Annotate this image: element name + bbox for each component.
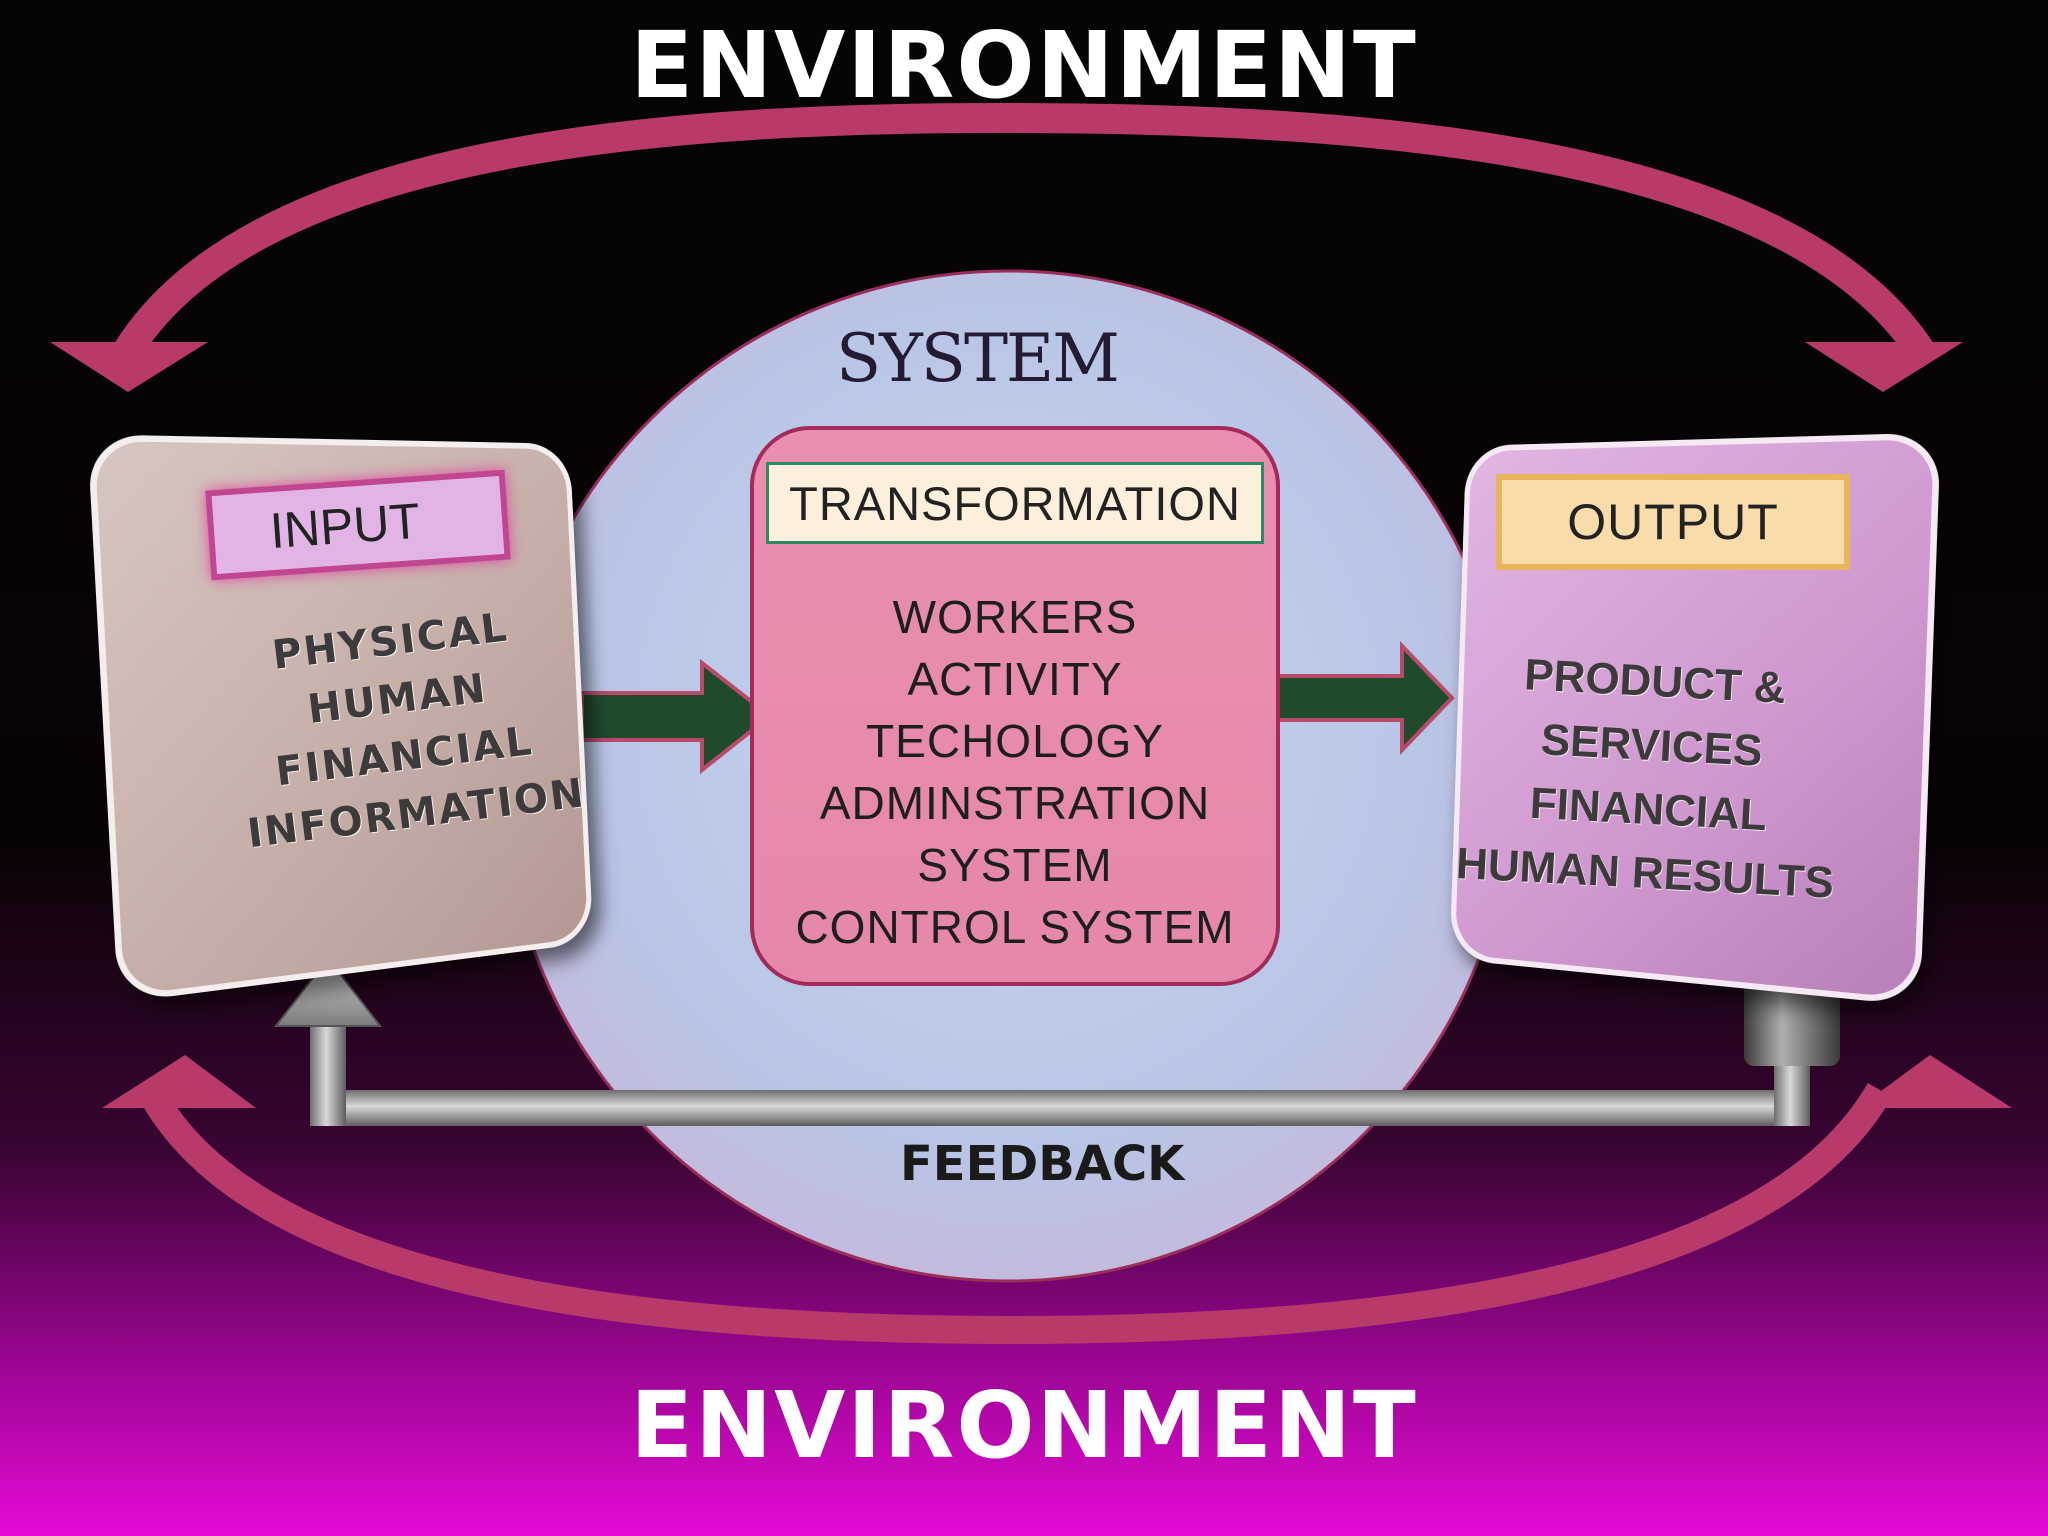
transformation-item: CONTROL SYSTEM [795, 901, 1235, 953]
transformation-to-output-arrow [1261, 641, 1455, 755]
transformation-label: TRANSFORMATION [766, 462, 1264, 544]
transformation-item: WORKERS [892, 591, 1138, 643]
feedback-label: FEEDBACK [900, 1136, 1185, 1192]
environment-arrowhead-bottom-left [102, 1055, 256, 1108]
system-label: SYSTEM [836, 320, 1120, 397]
output-items: PRODUCT & SERVICES FINANCIAL HUMAN RESUL… [1454, 640, 1847, 916]
input-items: PHYSICAL HUMAN FINANCIAL INFORMATION [223, 593, 588, 863]
environment-arc-bottom [137, 1083, 1893, 1345]
transformation-item: SYSTEM [917, 839, 1113, 891]
environment-arc-top [115, 102, 1933, 359]
feedback-arrowhead [273, 956, 383, 1027]
environment-arrowhead-bottom-right [1858, 1055, 2012, 1108]
transformation-item: ADMINSTRATION [819, 777, 1211, 829]
input-to-transformation-arrow [580, 658, 774, 775]
feedback-pipe-horizontal [310, 1090, 1810, 1126]
transformation-item: TECHOLOGY [866, 715, 1164, 767]
transformation-item: ACTIVITY [907, 653, 1123, 705]
environment-arrowhead-top-right [1805, 342, 1963, 392]
environment-arrowhead-top-left [50, 342, 208, 392]
transformation-items: WORKERS ACTIVITY TECHOLOGY ADMINSTRATION… [760, 586, 1270, 958]
environment-top-title: ENVIRONMENT [630, 12, 1418, 119]
output-label: OUTPUT [1496, 474, 1850, 570]
environment-bottom-title: ENVIRONMENT [630, 1372, 1418, 1479]
